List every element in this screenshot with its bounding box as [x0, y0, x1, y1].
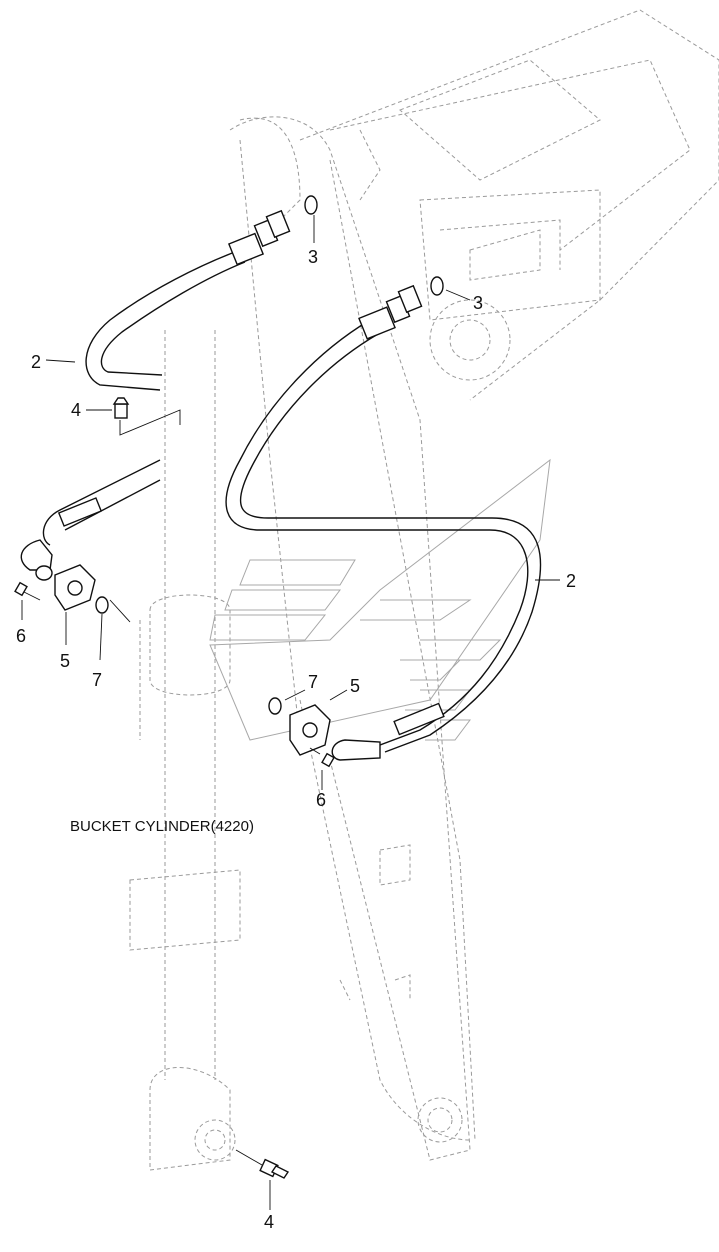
- diagram-caption: BUCKET CYLINDER(4220): [70, 818, 254, 835]
- split-flange-left: [35, 564, 96, 611]
- o-ring-top: [304, 195, 318, 215]
- split-flange-right: [289, 704, 331, 756]
- o-ring-item7-right: [268, 697, 282, 715]
- callout-4-lower: 4: [264, 1212, 274, 1232]
- o-ring-right: [430, 276, 444, 296]
- callout-5-left: 5: [60, 651, 70, 671]
- watermark-logo-graphic: [209, 458, 551, 741]
- callout-7-right: 7: [308, 672, 318, 692]
- callout-4-upper: 4: [71, 400, 81, 420]
- callout-6-left: 6: [16, 626, 26, 646]
- callout-6-right: 6: [316, 790, 326, 810]
- bolt-left: [14, 581, 41, 601]
- boom-arm-ghost-outline: [129, 9, 719, 1171]
- callout-2-left: 2: [31, 352, 41, 372]
- grease-nipple-lower: [259, 1158, 290, 1179]
- callout-2-right: 2: [566, 571, 576, 591]
- callout-3-right: 3: [473, 293, 483, 313]
- callout-7-left: 7: [92, 670, 102, 690]
- grease-nipple-upper: [112, 397, 130, 419]
- hose-right: [225, 284, 542, 761]
- hose-left: [20, 209, 291, 571]
- bolt-right: [309, 747, 335, 768]
- leader-lines: [21, 215, 560, 1210]
- callout-5-right: 5: [350, 676, 360, 696]
- o-ring-item7-left: [95, 596, 109, 614]
- callout-3-top: 3: [308, 247, 318, 267]
